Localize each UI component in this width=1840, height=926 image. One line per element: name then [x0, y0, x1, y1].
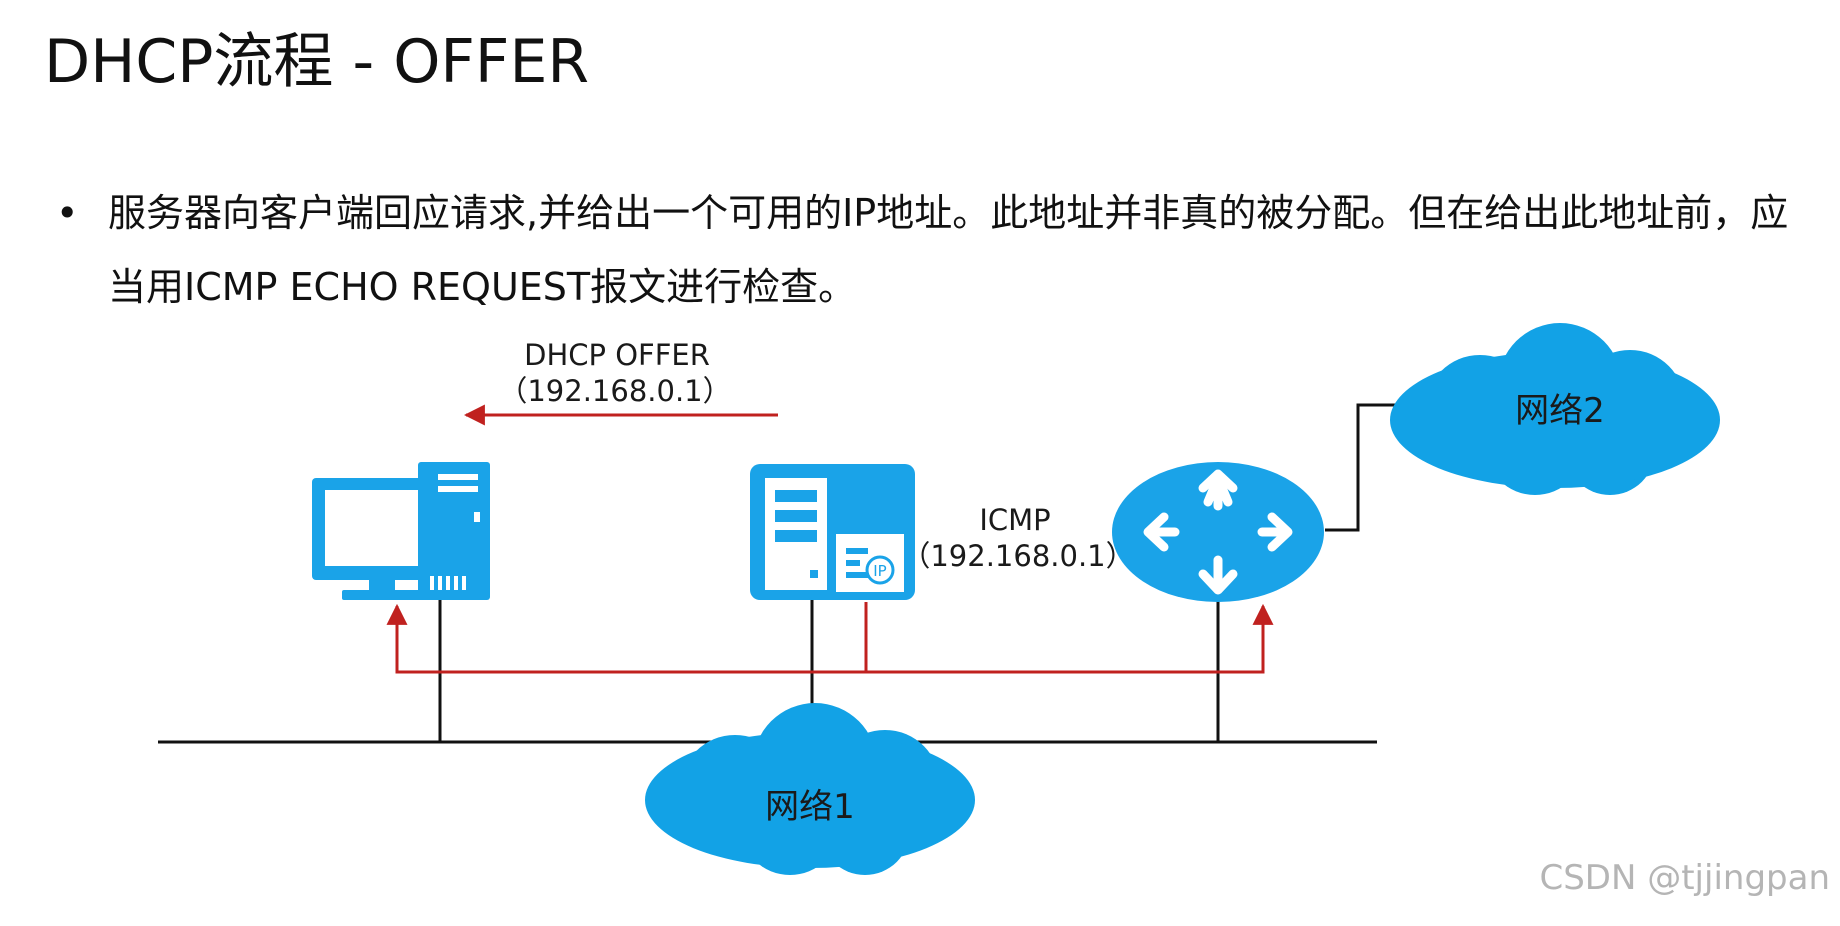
bullet-text: 服务器向客户端回应请求,并给出一个可用的IP地址。此地址并非真的被分配。但在给出… — [108, 191, 1789, 309]
offer-label: DHCP OFFER — [524, 338, 710, 372]
icmp-path-to-router — [866, 603, 1274, 674]
network1-label: 网络1 — [765, 787, 855, 827]
offer-ip-label: （192.168.0.1） — [498, 374, 731, 408]
network1-cloud: 网络1 — [645, 703, 975, 875]
network2-label: 网络2 — [1515, 391, 1605, 431]
server-ip-badge: IP — [873, 562, 886, 580]
page-title: DHCP流程 - OFFER — [44, 27, 590, 97]
router-network2-link — [1325, 403, 1395, 532]
client-computer-icon — [312, 462, 490, 600]
bullet-item: • 服务器向客户端回应请求,并给出一个可用的IP地址。此地址并非真的被分配。但在… — [56, 176, 1796, 324]
watermark: CSDN @tjjingpan — [1539, 858, 1830, 898]
network2-cloud: 网络2 — [1390, 323, 1720, 495]
icmp-ip-label: （192.168.0.1） — [901, 539, 1134, 573]
router-icon — [1112, 462, 1324, 602]
dhcp-server-icon: IP — [750, 464, 915, 600]
bullet-dot: • — [56, 191, 79, 235]
icmp-label: ICMP — [979, 503, 1050, 537]
offer-path-to-client — [386, 602, 868, 674]
